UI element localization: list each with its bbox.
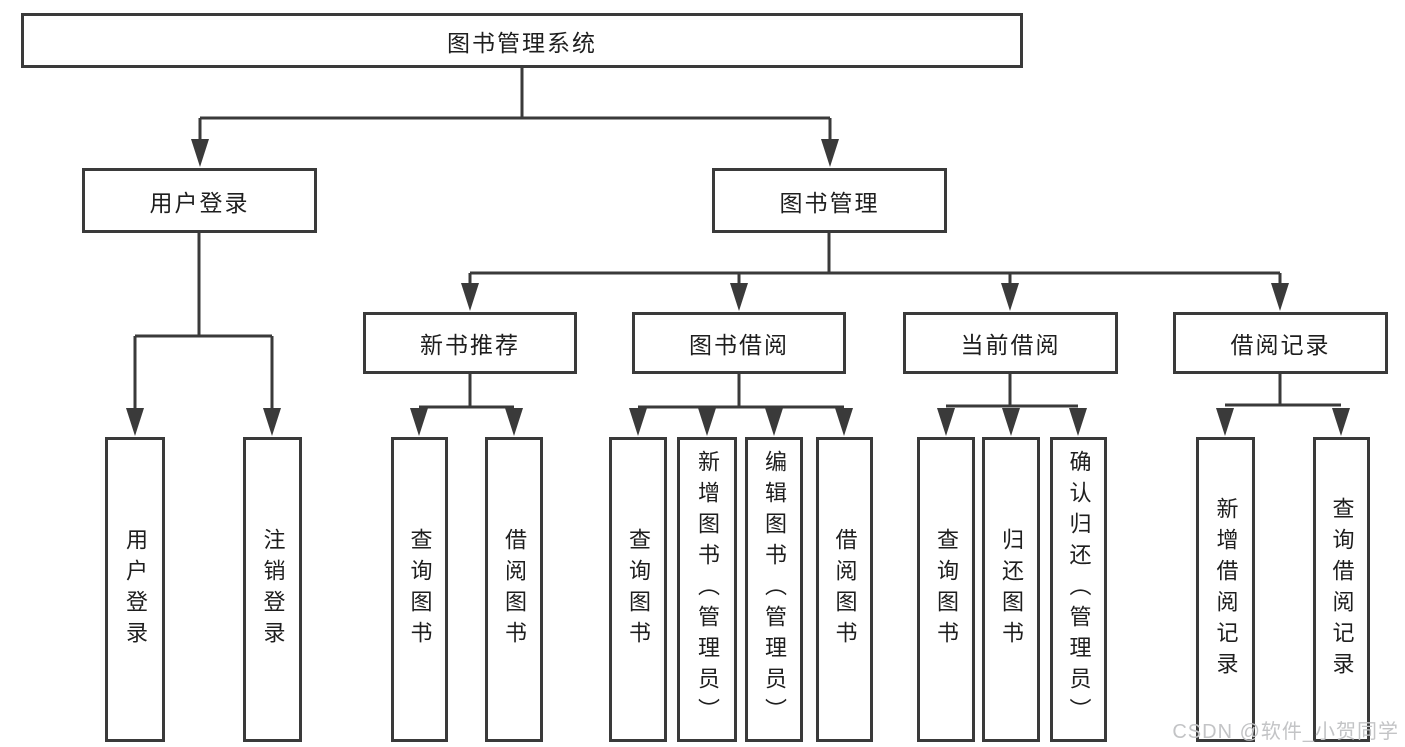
node-book-borrowing: 图书借阅 xyxy=(632,312,846,374)
leaf-borrowing-query-books-label: 查询图书 xyxy=(626,527,651,652)
node-new-book-recommend-label: 新书推荐 xyxy=(420,332,520,358)
connector-borrow-record-to-leaves xyxy=(1225,374,1341,407)
node-new-book-recommend: 新书推荐 xyxy=(363,312,577,374)
node-book-borrowing-label: 图书借阅 xyxy=(689,332,789,358)
leaf-records-add-record-label: 新增借阅记录 xyxy=(1213,496,1239,683)
leaf-borrowing-add-books-admin: 新增图书（管理员） xyxy=(677,437,737,742)
connector-current-borrow-to-leaves xyxy=(946,374,1078,408)
leaf-borrowing-add-books-admin-label: 新增图书（管理员） xyxy=(695,450,720,729)
connector-book-borrow-to-leaves xyxy=(638,374,844,409)
node-borrow-records: 借阅记录 xyxy=(1173,312,1388,374)
leaf-newbook-query-books: 查询图书 xyxy=(391,437,448,742)
connector-user-login-to-leaves xyxy=(133,233,274,410)
connector-root-to-level2 xyxy=(198,68,832,141)
node-current-borrowing-label: 当前借阅 xyxy=(960,332,1061,358)
watermark: CSDN @软件_小贺同学 xyxy=(1172,721,1399,743)
leaf-current-confirm-return-admin: 确认归还（管理员） xyxy=(1050,437,1107,742)
leaf-borrowing-edit-books-admin: 编辑图书（管理员） xyxy=(745,437,803,742)
leaf-borrowing-borrow-books: 借阅图书 xyxy=(816,437,873,742)
node-user-login: 用户登录 xyxy=(82,168,317,233)
leaf-records-add-record: 新增借阅记录 xyxy=(1196,437,1255,742)
node-book-management: 图书管理 xyxy=(712,168,947,233)
leaf-records-query-record-label: 查询借阅记录 xyxy=(1329,496,1355,683)
node-user-login-label: 用户登录 xyxy=(149,189,250,216)
node-root-label: 图书管理系统 xyxy=(447,29,597,56)
leaf-newbook-query-books-label: 查询图书 xyxy=(407,527,433,652)
node-borrow-records-label: 借阅记录 xyxy=(1230,332,1331,358)
leaf-newbook-borrow-books-label: 借阅图书 xyxy=(502,527,527,652)
leaf-current-return-books: 归还图书 xyxy=(982,437,1040,742)
leaf-current-query-books-label: 查询图书 xyxy=(934,527,959,652)
node-current-borrowing: 当前借阅 xyxy=(903,312,1118,374)
leaf-user-login: 用户登录 xyxy=(105,437,165,742)
leaf-borrowing-edit-books-admin-label: 编辑图书（管理员） xyxy=(762,450,787,729)
connector-new-book-to-leaves xyxy=(419,374,514,409)
arrowheads xyxy=(126,139,1350,436)
leaf-current-query-books: 查询图书 xyxy=(917,437,975,742)
leaf-current-confirm-return-admin-label: 确认归还（管理员） xyxy=(1066,450,1092,729)
leaf-logout: 注销登录 xyxy=(243,437,302,742)
leaf-records-query-record: 查询借阅记录 xyxy=(1313,437,1370,742)
leaf-newbook-borrow-books: 借阅图书 xyxy=(485,437,543,742)
node-book-management-label: 图书管理 xyxy=(779,189,880,216)
leaf-logout-label: 注销登录 xyxy=(260,527,286,652)
node-root-system: 图书管理系统 xyxy=(21,13,1023,68)
connector-book-mgmt-to-level3 xyxy=(468,233,1282,285)
leaf-user-login-label: 用户登录 xyxy=(123,527,148,652)
leaf-borrowing-borrow-books-label: 借阅图书 xyxy=(832,527,858,652)
leaf-current-return-books-label: 归还图书 xyxy=(999,527,1024,652)
leaf-borrowing-query-books: 查询图书 xyxy=(609,437,667,742)
